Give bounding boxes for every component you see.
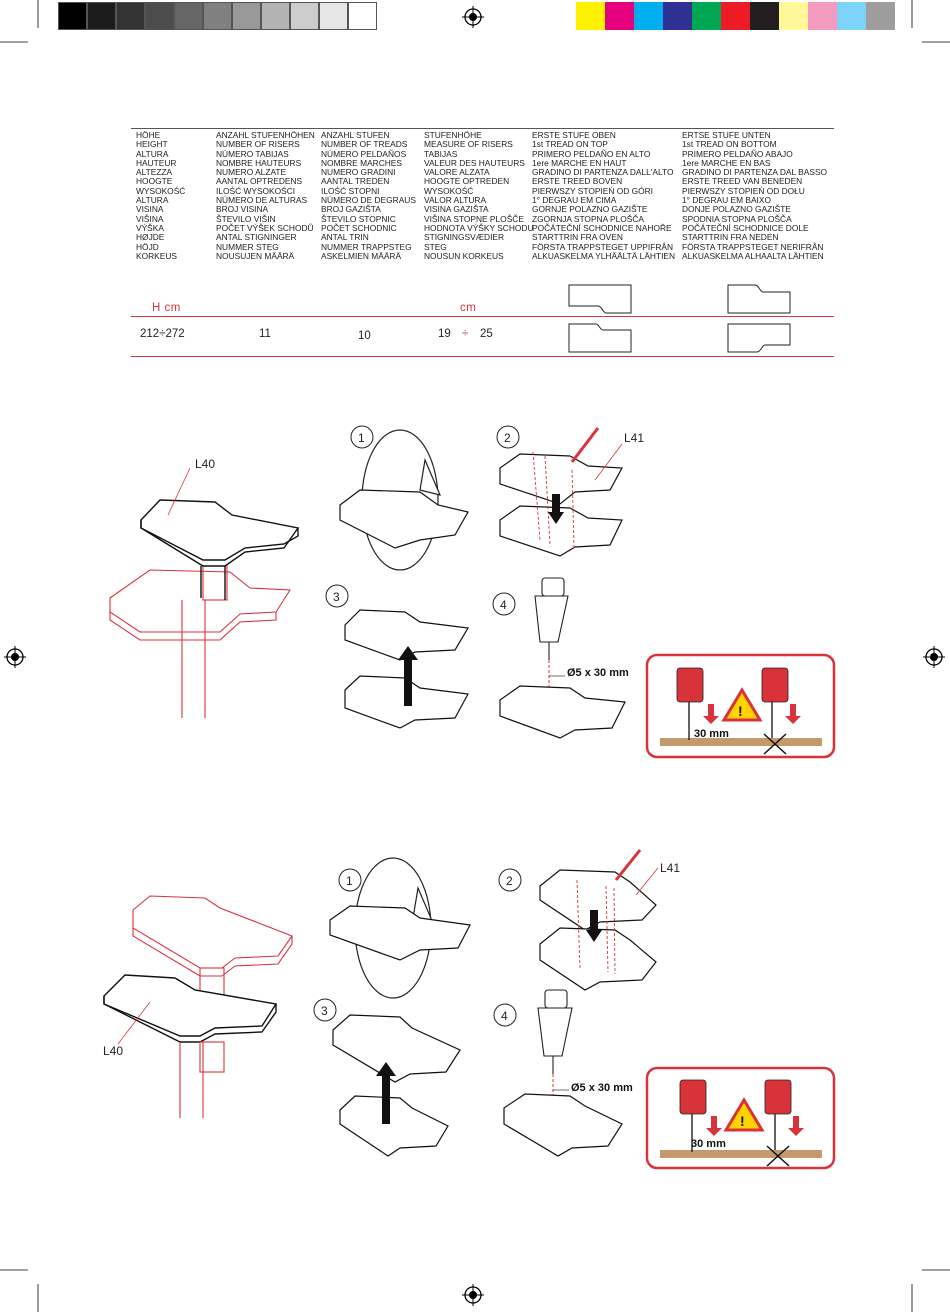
- col-first-tread-top: ERSTE STUFE OBEN 1st TREAD ON TOP PRIMER…: [532, 130, 676, 261]
- step3-num-b: 3: [321, 1004, 328, 1018]
- gray-swatch: [203, 2, 232, 30]
- drill-icon-1: [534, 577, 569, 660]
- treads-value: 10: [358, 330, 371, 342]
- gray-swatch: [261, 2, 290, 30]
- step3-num: 3: [333, 590, 340, 604]
- depth-label-2: 30 mm: [691, 1138, 726, 1150]
- table-mid-rule: [131, 316, 834, 317]
- drill-spec-1: Ø5 x 30 mm: [567, 667, 629, 679]
- label-l41-b: L41: [660, 861, 680, 875]
- gray-swatch: [348, 2, 377, 30]
- gray-swatch: [87, 2, 116, 30]
- col-height: HÖHE HEIGHT ALTURA HAUTEUR ALTEZZA HOOGT…: [136, 130, 186, 261]
- step2-num-b: 2: [506, 874, 513, 888]
- label-l41: L41: [624, 431, 644, 445]
- registration-mark-top: [462, 6, 484, 28]
- color-swatch: [750, 2, 779, 30]
- color-swatch: [692, 2, 721, 30]
- assembly-diagram-top: L40 1 2 L41 3 4 Ø5 x 30 mm ! 30: [109, 425, 836, 759]
- table-bottom-rule: [131, 356, 834, 357]
- color-swatch: [779, 2, 808, 30]
- col-risers: ANZAHL STUFENHÖHEN NUMBER OF RISERS NÚME…: [216, 130, 315, 261]
- drill-spec-2: Ø5 x 30 mm: [571, 1082, 633, 1094]
- tread-symbol-bottom-2: [727, 323, 791, 353]
- color-swatch: [605, 2, 634, 30]
- registration-mark-bottom: [462, 1284, 484, 1306]
- label-l40: L40: [195, 457, 215, 471]
- gray-swatch: [174, 2, 203, 30]
- color-swatch: [721, 2, 750, 30]
- col-treads: ANZAHL STUFEN NUMBER OF TREADS NÚMERO PE…: [321, 130, 416, 261]
- color-swatch: [634, 2, 663, 30]
- tread-l40: [140, 499, 300, 600]
- step4-num: 4: [500, 598, 507, 612]
- tread-symbol-bottom-1: [727, 284, 791, 314]
- step4-num-b: 4: [501, 1009, 508, 1023]
- gray-swatch: [145, 2, 174, 30]
- step1-num-b: 1: [346, 874, 353, 888]
- warning-symbol-2: !: [740, 1113, 745, 1129]
- registration-mark-right: [923, 646, 945, 668]
- col-first-tread-bottom: ERTSE STUFE UNTEN 1st TREAD ON BOTTOM PR…: [682, 130, 828, 261]
- unit-height: H cm: [152, 302, 181, 314]
- color-swatch: [837, 2, 866, 30]
- height-range: 212÷272: [140, 328, 185, 340]
- unit-cm: cm: [460, 302, 477, 314]
- tread-symbol-top-2: [568, 323, 632, 353]
- step1-num: 1: [358, 431, 365, 445]
- gray-swatch: [58, 2, 87, 30]
- risers-value: 11: [259, 328, 271, 340]
- warning-symbol-1: !: [738, 703, 743, 719]
- color-swatch: [663, 2, 692, 30]
- registration-mark-left: [4, 646, 26, 668]
- riser-sep: ÷: [462, 328, 469, 340]
- step2-num: 2: [504, 431, 511, 445]
- col-riser-measure: STUFENHÖHE MEASURE OF RISERS TABIJAS VAL…: [424, 130, 534, 261]
- gray-swatch: [290, 2, 319, 30]
- color-swatch: [808, 2, 837, 30]
- label-l40-b: L40: [103, 1044, 123, 1058]
- depth-label-1: 30 mm: [694, 728, 729, 740]
- riser-max: 25: [480, 328, 493, 340]
- color-swatch: [866, 2, 895, 30]
- tread-step1: [339, 489, 469, 549]
- gray-swatch: [319, 2, 348, 30]
- riser-min: 19: [438, 328, 451, 340]
- color-swatch: [576, 2, 605, 30]
- gray-swatch: [116, 2, 145, 30]
- tread-symbol-top-1: [568, 284, 632, 314]
- table-top-rule: [131, 128, 834, 129]
- gray-swatch: [232, 2, 261, 30]
